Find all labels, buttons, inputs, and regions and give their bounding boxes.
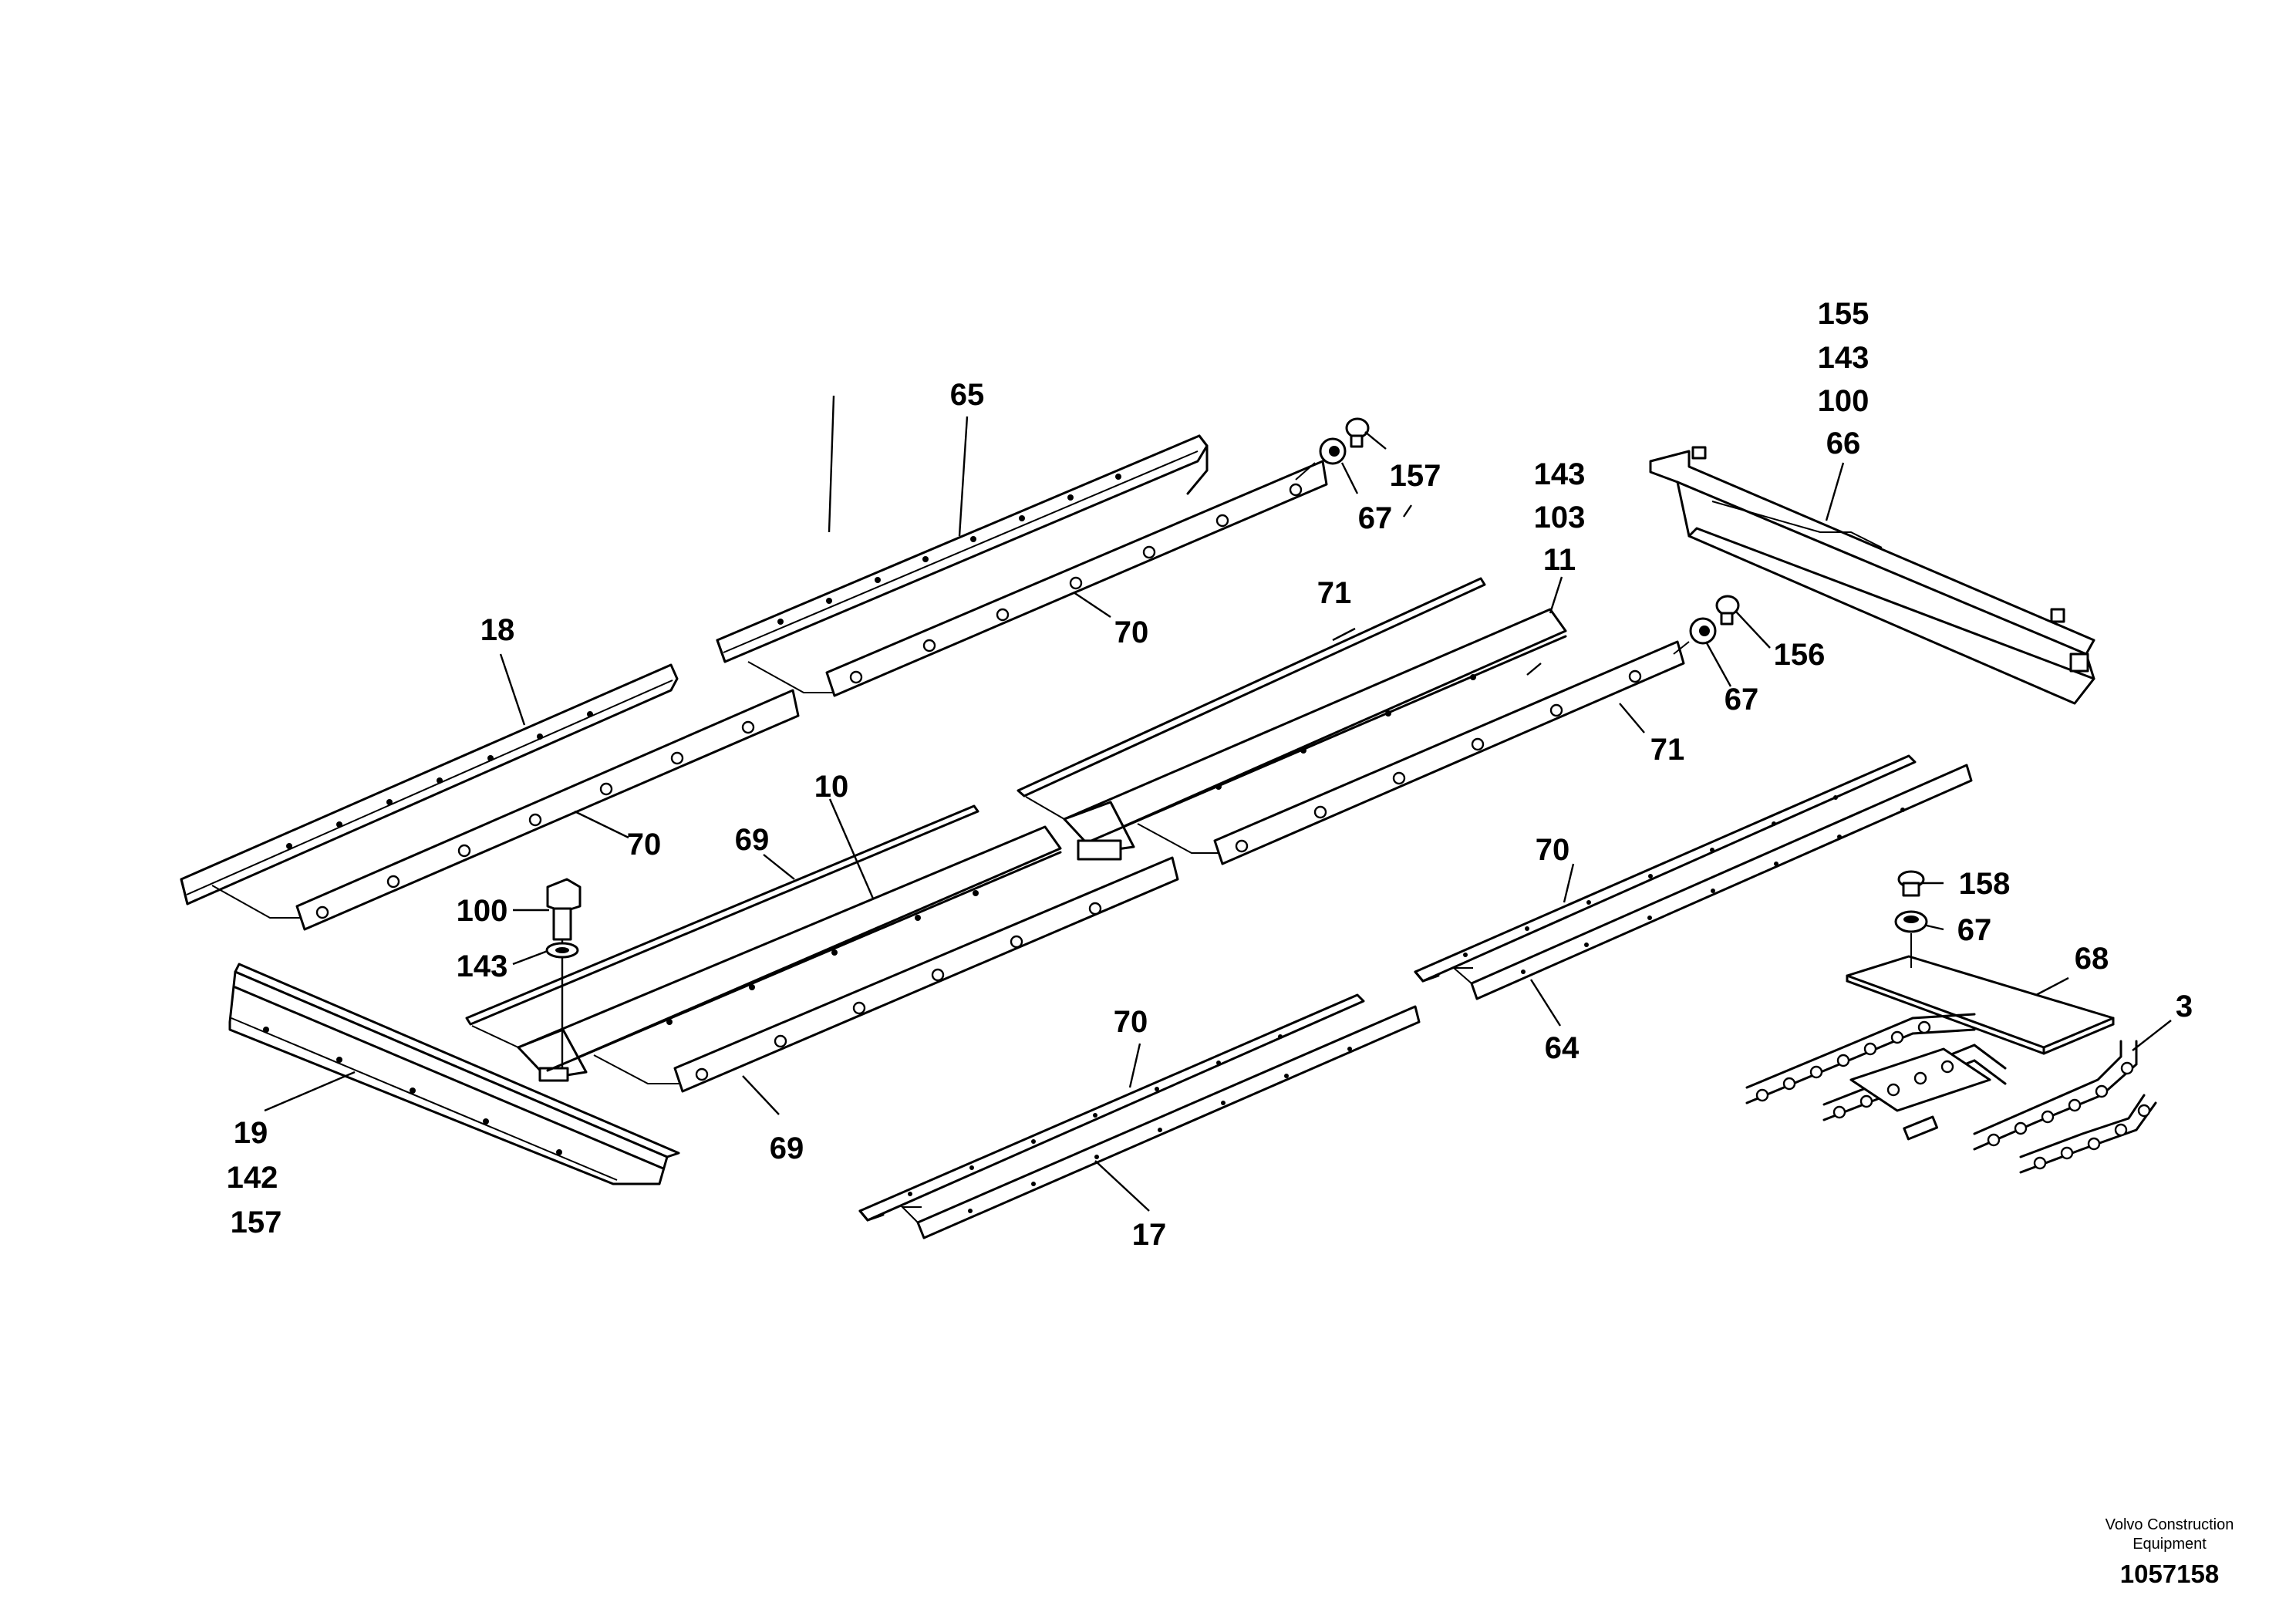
part-66-cover — [1649, 446, 2095, 705]
callout-64: 64 — [1545, 1031, 1580, 1065]
leader-lines — [264, 395, 2172, 1212]
washer-143 — [545, 942, 579, 959]
washer-67-top — [1295, 437, 1347, 481]
callout-68: 68 — [2075, 942, 2109, 976]
callout-142: 142 — [227, 1161, 278, 1195]
part-18-rail — [180, 663, 679, 905]
part-3-chain — [1745, 1013, 2157, 1174]
callout-17: 17 — [1132, 1218, 1167, 1252]
callout-71-right: 71 — [1650, 733, 1685, 767]
callout-67-bottom: 67 — [1957, 913, 1992, 947]
callout-18: 18 — [480, 613, 515, 647]
fastener-157-top — [1345, 417, 1370, 448]
part-10-rail — [465, 804, 1062, 1082]
part-70-strip-top — [747, 460, 1328, 697]
callout-157: 157 — [1390, 459, 1441, 493]
part-11-rail — [1017, 577, 1567, 861]
callout-103: 103 — [1534, 501, 1586, 534]
callout-158: 158 — [1959, 867, 2011, 901]
part-71-strip — [1137, 640, 1685, 865]
callout-70-center: 70 — [1114, 1005, 1148, 1039]
credit-line-2: Equipment — [2132, 1536, 2207, 1553]
callout-155: 155 — [1818, 297, 1870, 331]
callout-69-bottom: 69 — [770, 1131, 804, 1165]
part-69-strip — [593, 856, 1179, 1093]
callout-65: 65 — [950, 378, 985, 412]
callout-156: 156 — [1774, 638, 1826, 672]
callout-3: 3 — [2176, 990, 2193, 1023]
callout-11: 11 — [1543, 543, 1576, 577]
callout-67-mid: 67 — [1725, 683, 1759, 717]
part-68-plate — [1846, 955, 2115, 1055]
drawing-number: 1057158 — [2120, 1560, 2219, 1588]
part-65-rail — [716, 434, 1209, 663]
credit-line-1: Volvo Construction — [2106, 1516, 2234, 1533]
callout-70-left: 70 — [627, 828, 662, 862]
part-64-rail — [1451, 764, 1973, 1000]
washer-67-mid — [1673, 617, 1717, 655]
callout-71: 71 — [1317, 576, 1352, 610]
callout-66: 66 — [1826, 427, 1861, 460]
callout-19: 19 — [234, 1116, 268, 1150]
callout-labels: 155 143 100 66 65 157 67 143 103 11 71 7… — [227, 297, 2193, 1252]
part-70-strip-right — [1414, 754, 1917, 983]
callout-143-left: 143 — [457, 949, 508, 983]
callout-143-mid: 143 — [1534, 457, 1586, 491]
part-17-rail — [900, 1005, 1421, 1239]
part-70-strip-left — [211, 689, 800, 931]
callout-157-bottom: 157 — [231, 1206, 282, 1239]
callout-100: 100 — [1818, 384, 1870, 418]
callout-143: 143 — [1818, 341, 1870, 375]
callout-67: 67 — [1358, 501, 1393, 535]
fastener-156 — [1715, 595, 1740, 626]
callout-100-left: 100 — [457, 894, 508, 928]
washer-67-bottom — [1894, 910, 1928, 968]
bolt-100 — [546, 878, 582, 1068]
credit-block: Volvo Construction Equipment 1057158 — [2106, 1516, 2234, 1588]
callout-10: 10 — [814, 770, 849, 804]
part-70-strip-center — [858, 993, 1365, 1222]
part-19-rail — [228, 963, 680, 1185]
callout-70-top: 70 — [1114, 615, 1149, 649]
callout-70-right: 70 — [1536, 833, 1570, 867]
callout-69-top: 69 — [735, 823, 770, 857]
fastener-158 — [1897, 870, 1925, 897]
